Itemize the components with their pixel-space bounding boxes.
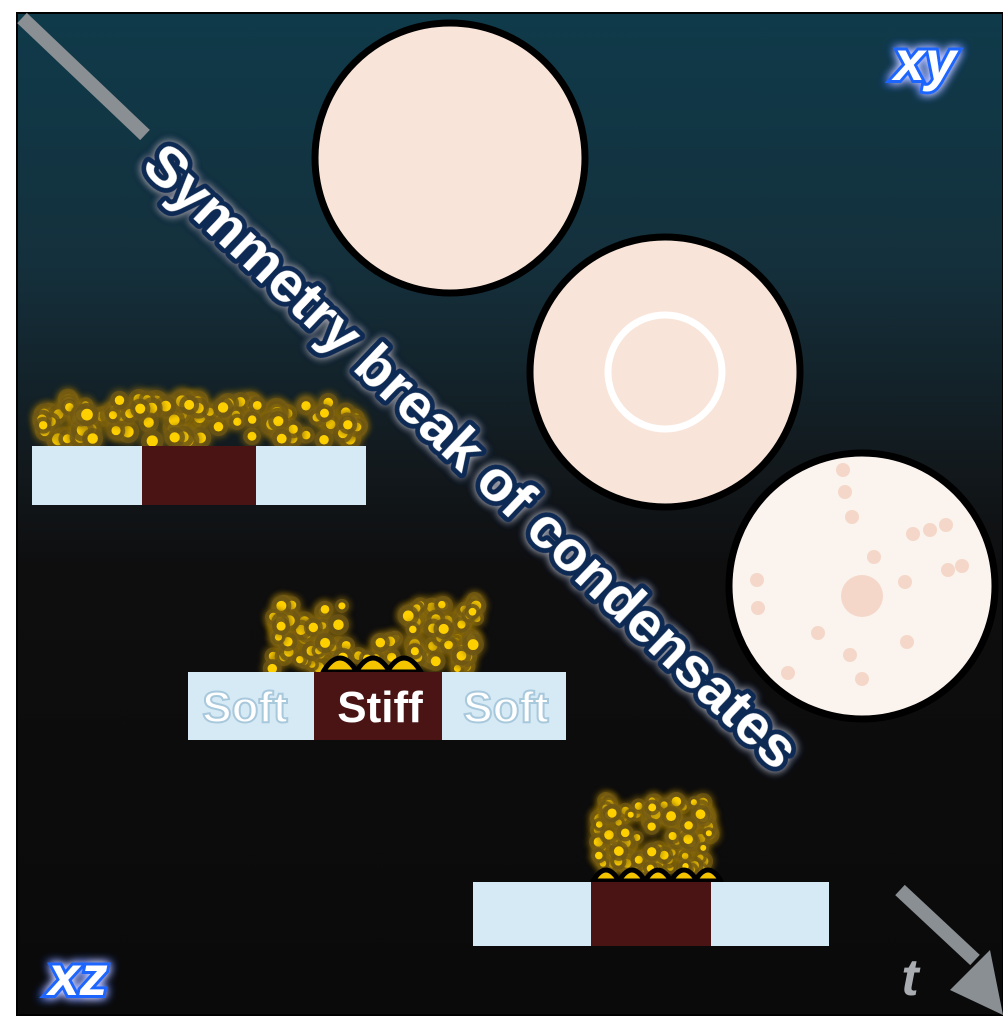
condensate-particle xyxy=(700,825,717,842)
substrate-late xyxy=(473,789,829,946)
xy-circle-uniform xyxy=(311,19,589,297)
condensate-particle xyxy=(614,822,636,844)
condensate-particle xyxy=(368,631,392,655)
adhesion-dome xyxy=(692,867,724,884)
soft-block-right-2 xyxy=(442,672,566,740)
condensate-particle xyxy=(241,425,263,448)
adhesion-dome xyxy=(384,655,424,675)
condensate-particle xyxy=(336,413,360,437)
small-droplet xyxy=(843,648,857,662)
condensate-particle xyxy=(678,814,700,836)
small-droplet xyxy=(781,666,795,680)
arrow-head xyxy=(950,950,1003,1015)
condensate-particle xyxy=(404,641,425,662)
condensate-stiff-only xyxy=(587,789,722,881)
condensate-particle xyxy=(177,392,202,417)
condensate-particle xyxy=(423,649,448,674)
condensate-particle xyxy=(600,801,624,825)
condensate-particle xyxy=(162,425,187,450)
xy-circle-ring xyxy=(526,233,804,511)
condensate-particle xyxy=(128,396,153,421)
condensate-particle xyxy=(32,414,54,436)
condensate-particle xyxy=(269,426,294,451)
condensate-particle xyxy=(301,615,325,639)
small-droplet xyxy=(941,563,955,577)
soft-block-right-3 xyxy=(711,882,829,946)
stiff-block-2 xyxy=(314,672,442,740)
xz-label: xz xyxy=(45,944,107,1007)
small-droplet xyxy=(867,550,881,564)
soft-block-right-1 xyxy=(256,446,366,505)
small-droplet xyxy=(898,575,912,589)
condensate-particle xyxy=(640,840,663,863)
condensate-particle xyxy=(659,804,684,829)
small-droplet xyxy=(939,518,953,532)
arrow-shaft-top xyxy=(17,12,150,141)
substrate-middle: Soft Stiff Soft xyxy=(188,589,566,740)
condensate-particle xyxy=(332,596,351,616)
central-droplet xyxy=(841,575,883,617)
stiff-block-3 xyxy=(591,882,711,946)
condensate-particle xyxy=(73,400,101,429)
condensate-particle xyxy=(642,797,663,818)
condensate-particle xyxy=(313,630,338,655)
condensate-particle xyxy=(241,409,263,430)
small-droplet xyxy=(751,601,765,615)
small-droplet xyxy=(955,559,969,573)
condensate-particle xyxy=(312,428,336,452)
condensate-layer-early xyxy=(30,386,371,455)
adhesion-domes-late xyxy=(590,867,724,884)
small-droplet xyxy=(811,626,825,640)
condensate-particle xyxy=(589,845,609,866)
condensate-particle xyxy=(108,388,131,412)
condensate-particle xyxy=(314,598,336,620)
condensate-particle xyxy=(266,409,291,434)
small-droplet xyxy=(845,510,859,524)
condensate-particle xyxy=(80,426,106,451)
arrow-shaft-bottom xyxy=(895,884,980,966)
condensate-split xyxy=(260,589,489,681)
xy-view-late xyxy=(725,449,999,723)
condensate-particle xyxy=(270,615,293,638)
xy-label: xy xyxy=(891,29,959,92)
small-droplet xyxy=(923,523,937,537)
condensate-particle xyxy=(313,402,336,425)
stiff-block-1 xyxy=(142,446,256,505)
soft-label-right: Soft xyxy=(463,683,549,732)
soft-block-left-3 xyxy=(473,882,591,946)
condensate-particle xyxy=(325,612,351,638)
small-droplet xyxy=(855,672,869,686)
small-droplet xyxy=(838,485,852,499)
substrate-early xyxy=(30,386,371,505)
soft-label-left: Soft xyxy=(202,683,288,732)
small-droplet xyxy=(750,573,764,587)
condensate-particle xyxy=(431,616,456,642)
xy-view-early xyxy=(311,19,589,297)
time-arrow xyxy=(17,12,1003,1015)
xy-inner-ring xyxy=(604,311,726,433)
condensate-particle xyxy=(607,839,631,863)
small-droplet xyxy=(900,635,914,649)
condensate-particle xyxy=(460,631,486,658)
stiff-label: Stiff xyxy=(337,683,423,732)
xy-view-middle xyxy=(526,233,804,511)
condensate-particle xyxy=(622,806,639,823)
small-droplet xyxy=(836,463,850,477)
time-label: t xyxy=(901,949,921,1007)
condensate-particle xyxy=(403,619,423,639)
condensate-particle xyxy=(462,601,483,622)
small-droplet xyxy=(906,527,920,541)
condensate-particle xyxy=(695,839,712,856)
soft-block-left-1 xyxy=(32,446,142,505)
adhesion-domes-middle xyxy=(320,655,424,675)
condensate-particle xyxy=(641,816,662,837)
xy-droplets xyxy=(750,463,969,686)
soft-block-left-2 xyxy=(188,672,314,740)
condensate-particle xyxy=(210,395,236,420)
